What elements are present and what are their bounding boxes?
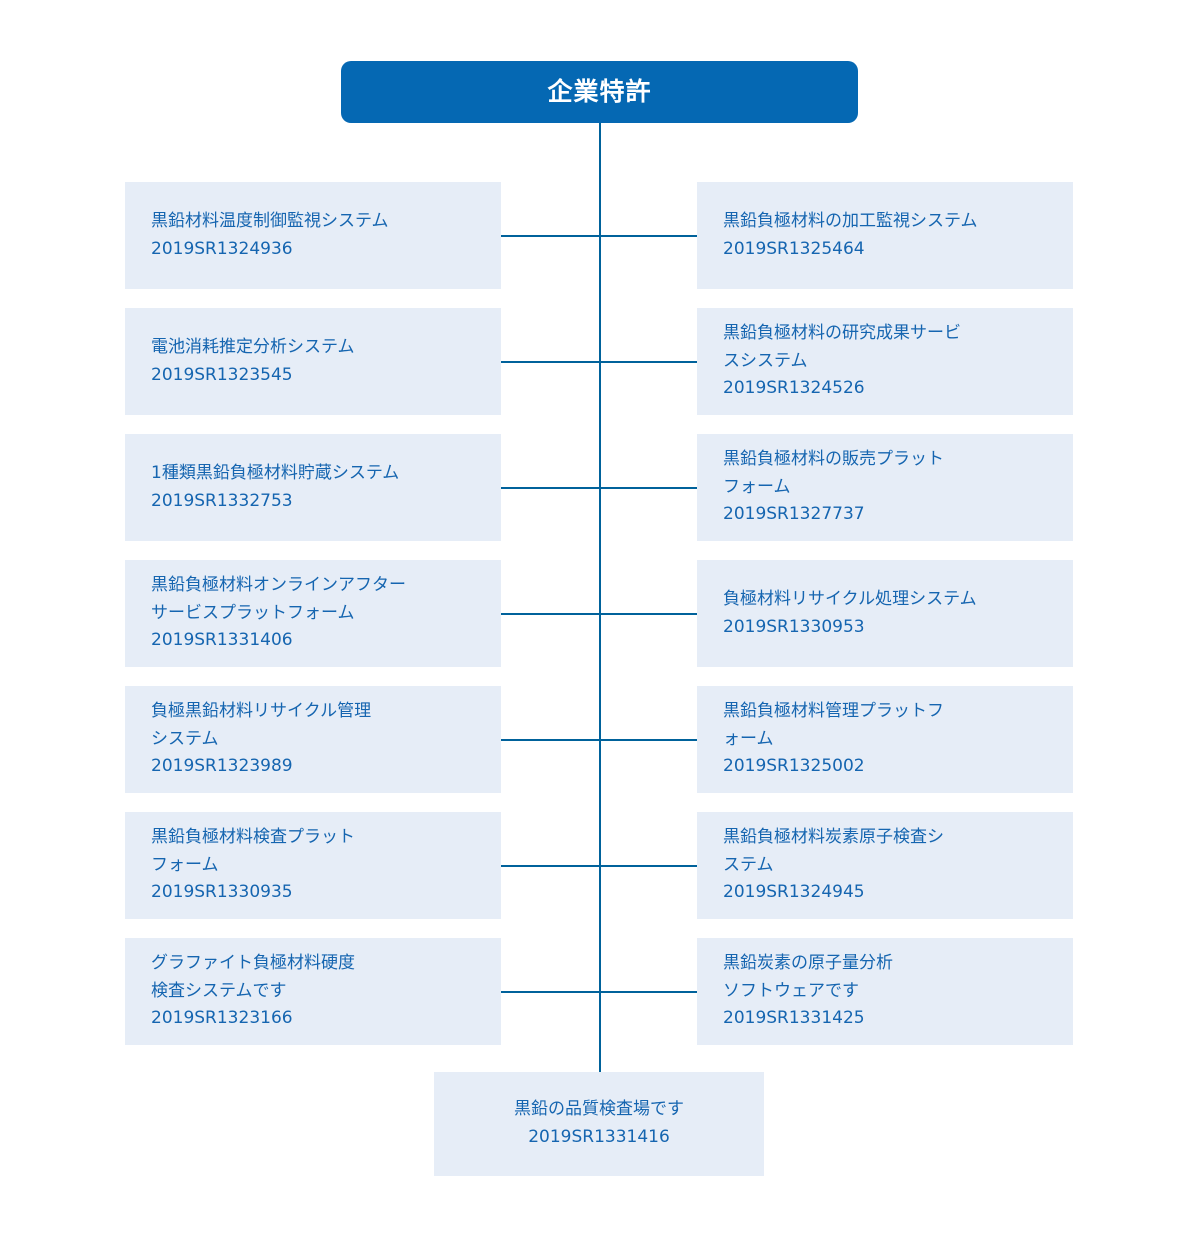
patent-node-right-2[interactable]: 黒鉛負極材料の研究成果サービ スシステム 2019SR1324526 xyxy=(697,308,1073,415)
patent-node-code: 2019SR1327737 xyxy=(723,504,865,525)
root-node-label: 企業特許 xyxy=(547,77,652,106)
connector-line xyxy=(501,486,698,489)
bottom-node-title: 黒鉛の品質検査場です xyxy=(514,1099,684,1120)
patent-node-title: 黒鉛負極材料の加工監視システム xyxy=(723,210,978,231)
patent-node-code: 2019SR1330935 xyxy=(151,882,293,903)
patent-node-title: 負極材料リサイクル処理システム xyxy=(723,588,977,609)
patent-node-code: 2019SR1325002 xyxy=(723,756,865,777)
patent-node-code: 2019SR1325464 xyxy=(723,238,865,259)
patent-node-title: 黒鉛炭素の原子量分析 ソフトウェアです xyxy=(723,953,893,1001)
connector-line xyxy=(501,360,698,363)
connector-line xyxy=(501,234,698,237)
root-node-corporate-patent[interactable]: 企業特許 xyxy=(341,61,858,123)
patent-node-right-1[interactable]: 黒鉛負極材料の加工監視システム 2019SR1325464 xyxy=(697,182,1073,289)
patent-node-title: 電池消耗推定分析システム xyxy=(151,336,355,357)
patent-node-title: 負極黒鉛材料リサイクル管理 システム xyxy=(151,701,372,749)
patent-node-code: 2019SR1331406 xyxy=(151,630,293,651)
patent-node-title: 黒鉛材料温度制御監視システム xyxy=(151,210,389,231)
patent-node-title: 黒鉛負極材料管理プラットフ ォーム xyxy=(723,701,944,749)
patent-node-right-3[interactable]: 黒鉛負極材料の販売プラット フォーム 2019SR1327737 xyxy=(697,434,1073,541)
patent-node-right-4[interactable]: 負極材料リサイクル処理システム 2019SR1330953 xyxy=(697,560,1073,667)
connector-line xyxy=(501,990,698,993)
patent-node-right-7[interactable]: 黒鉛炭素の原子量分析 ソフトウェアです 2019SR1331425 xyxy=(697,938,1073,1045)
patent-node-title: 黒鉛負極材料炭素原子検査シ ステム xyxy=(723,827,944,875)
patent-node-right-5[interactable]: 黒鉛負極材料管理プラットフ ォーム 2019SR1325002 xyxy=(697,686,1073,793)
patent-node-right-6[interactable]: 黒鉛負極材料炭素原子検査シ ステム 2019SR1324945 xyxy=(697,812,1073,919)
patent-node-left-7[interactable]: グラファイト負極材料硬度 検査システムです 2019SR1323166 xyxy=(125,938,501,1045)
connector-line xyxy=(501,612,698,615)
patent-node-title: グラファイト負極材料硬度 検査システムです xyxy=(151,953,355,1001)
patent-node-title: 黒鉛負極材料の研究成果サービ スシステム xyxy=(723,323,961,371)
patent-node-title: 黒鉛負極材料検査プラット フォーム xyxy=(151,827,355,875)
patent-node-left-4[interactable]: 黒鉛負極材料オンラインアフター サービスプラットフォーム 2019SR133140… xyxy=(125,560,501,667)
patent-node-title: 黒鉛負極材料の販売プラット フォーム xyxy=(723,449,944,497)
patent-node-code: 2019SR1330953 xyxy=(723,616,865,637)
connector-line xyxy=(501,864,698,867)
connector-line xyxy=(501,738,698,741)
patent-node-code: 2019SR1332753 xyxy=(151,490,293,511)
patent-node-left-5[interactable]: 負極黒鉛材料リサイクル管理 システム 2019SR1323989 xyxy=(125,686,501,793)
bottom-node-quality-inspection[interactable]: 黒鉛の品質検査場です 2019SR1331416 xyxy=(434,1072,764,1176)
patent-node-code: 2019SR1323545 xyxy=(151,364,293,385)
bottom-node-code: 2019SR1331416 xyxy=(528,1127,670,1147)
patent-node-left-2[interactable]: 電池消耗推定分析システム 2019SR1323545 xyxy=(125,308,501,415)
patent-node-title: 黒鉛負極材料オンラインアフター サービスプラットフォーム xyxy=(151,575,406,623)
patent-node-code: 2019SR1324936 xyxy=(151,238,293,259)
patent-node-left-6[interactable]: 黒鉛負極材料検査プラット フォーム 2019SR1330935 xyxy=(125,812,501,919)
patent-node-left-1[interactable]: 黒鉛材料温度制御監視システム 2019SR1324936 xyxy=(125,182,501,289)
patent-node-code: 2019SR1323989 xyxy=(151,756,293,777)
trunk-connector-line xyxy=(599,123,601,1072)
patent-node-code: 2019SR1323166 xyxy=(151,1008,293,1029)
patent-node-code: 2019SR1324526 xyxy=(723,378,865,399)
patent-node-left-3[interactable]: 1種類黒鉛負極材料貯蔵システム 2019SR1332753 xyxy=(125,434,501,541)
patent-node-code: 2019SR1331425 xyxy=(723,1008,865,1029)
patent-node-code: 2019SR1324945 xyxy=(723,882,865,903)
patent-node-title: 1種類黒鉛負極材料貯蔵システム xyxy=(151,462,400,483)
